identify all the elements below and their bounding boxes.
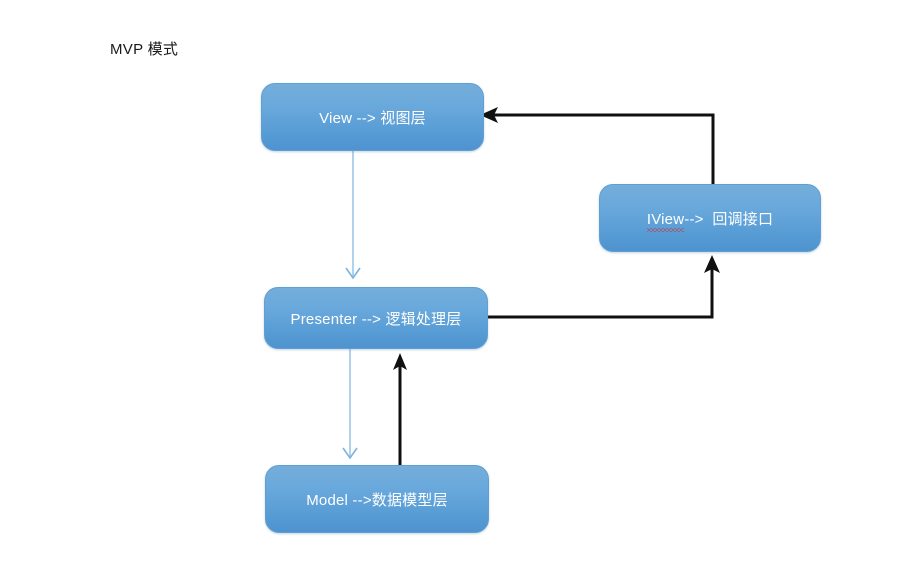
node-model-label: Model -->数据模型层 <box>306 491 448 509</box>
node-iview-label-suffix: 回调接口 <box>712 210 774 228</box>
edge-presenter-to-iview <box>488 255 720 319</box>
edge-presenter-to-model <box>342 349 358 460</box>
node-iview[interactable]: IView--> 回调接口 <box>599 184 821 252</box>
node-view-label: View --> 视图层 <box>319 109 426 127</box>
node-iview-label-misspelled: IView <box>646 210 685 232</box>
diagram-title: MVP 模式 <box>110 41 179 58</box>
node-iview-label: IView--> 回调接口 <box>646 208 774 232</box>
node-presenter[interactable]: Presenter --> 逻辑处理层 <box>264 287 488 349</box>
node-iview-label-arrow: --> <box>684 210 704 228</box>
node-view[interactable]: View --> 视图层 <box>261 83 484 151</box>
edge-view-to-presenter <box>345 151 361 280</box>
node-presenter-label: Presenter --> 逻辑处理层 <box>290 310 462 328</box>
node-model[interactable]: Model -->数据模型层 <box>265 465 489 533</box>
edge-model-to-presenter <box>393 353 407 465</box>
edge-iview-to-view <box>480 107 715 184</box>
